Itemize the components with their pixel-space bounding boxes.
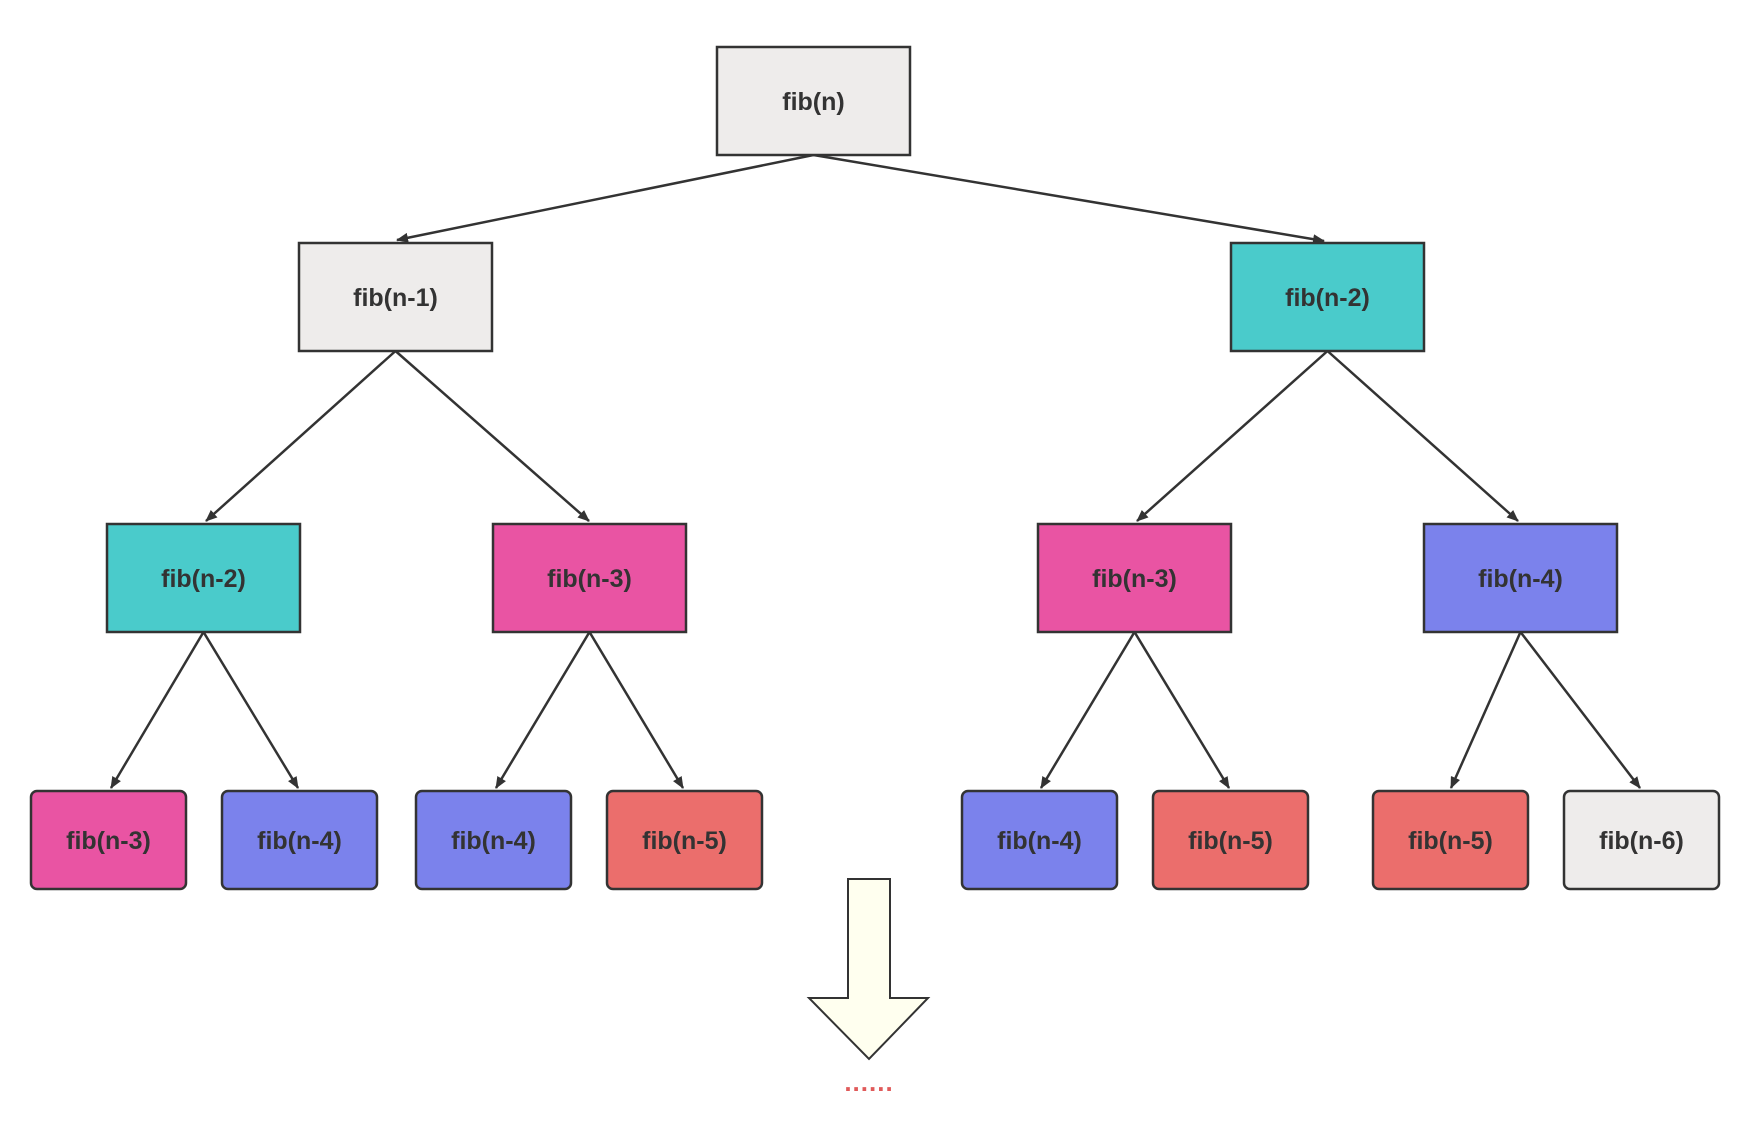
edge-n6-n13: [1449, 631, 1522, 789]
node-label: fib(n-4): [997, 827, 1082, 855]
node-box: [297, 241, 494, 353]
node-n8: fib(n-4): [220, 789, 379, 891]
node-n6: fib(n-4): [1422, 522, 1619, 634]
node-box: [105, 522, 302, 634]
node-box: [1229, 241, 1426, 353]
node-label: fib(n-5): [1408, 827, 1493, 855]
edge-n6-n14: [1519, 631, 1641, 789]
node-n11: fib(n-4): [960, 789, 1119, 891]
node-box: [960, 789, 1119, 891]
node-label: fib(n-3): [1092, 565, 1177, 593]
node-label: fib(n-2): [1285, 284, 1370, 312]
node-label: fib(n): [782, 88, 844, 116]
edge-n0-n1: [396, 153, 814, 243]
node-box: [220, 789, 379, 891]
edge-n3-n8: [202, 631, 300, 789]
node-label: fib(n-4): [1478, 565, 1563, 593]
node-box: [1562, 789, 1721, 891]
edge-n2-n6: [1326, 350, 1519, 522]
node-label: fib(n-4): [257, 827, 342, 855]
edge-n2-n5: [1136, 350, 1329, 522]
node-n0: fib(n): [715, 45, 912, 157]
node-box: [1151, 789, 1310, 891]
node-label: fib(n-3): [66, 827, 151, 855]
node-label: fib(n-3): [547, 565, 632, 593]
node-label: fib(n-5): [1188, 827, 1273, 855]
node-box: [1371, 789, 1530, 891]
node-n5: fib(n-3): [1036, 522, 1233, 634]
node-n9: fib(n-4): [414, 789, 573, 891]
edge-n3-n7: [109, 631, 205, 789]
node-n13: fib(n-5): [1371, 789, 1530, 891]
node-box: [1422, 522, 1619, 634]
edge-n4-n10: [588, 631, 685, 789]
node-label: fib(n-1): [353, 284, 438, 312]
node-box: [715, 45, 912, 157]
edge-n5-n12: [1133, 631, 1231, 789]
node-box: [414, 789, 573, 891]
node-label: fib(n-6): [1599, 827, 1684, 855]
node-n7: fib(n-3): [29, 789, 188, 891]
node-n14: fib(n-6): [1562, 789, 1721, 891]
edge-n4-n9: [494, 631, 591, 789]
nodes-layer: fib(n) fib(n-1) fib(n-2) fib(n-2) fib(n-3) fi…: [29, 45, 1721, 891]
continuation-ellipsis: ......: [844, 1067, 893, 1097]
node-n10: fib(n-5): [605, 789, 764, 891]
edge-n5-n11: [1039, 631, 1136, 789]
edge-n1-n3: [205, 350, 397, 522]
edge-n1-n4: [394, 350, 590, 522]
edges-layer: [109, 153, 1641, 789]
node-label: fib(n-2): [161, 565, 246, 593]
node-n1: fib(n-1): [297, 241, 494, 353]
down-arrow-icon: [806, 878, 931, 1061]
edge-n0-n2: [813, 153, 1325, 245]
node-box: [491, 522, 688, 634]
node-n3: fib(n-2): [105, 522, 302, 634]
node-n2: fib(n-2): [1229, 241, 1426, 353]
node-n12: fib(n-5): [1151, 789, 1310, 891]
node-label: fib(n-4): [451, 827, 536, 855]
node-n4: fib(n-3): [491, 522, 688, 634]
node-box: [605, 789, 764, 891]
node-label: fib(n-5): [642, 827, 727, 855]
node-box: [1036, 522, 1233, 634]
node-box: [29, 789, 188, 891]
